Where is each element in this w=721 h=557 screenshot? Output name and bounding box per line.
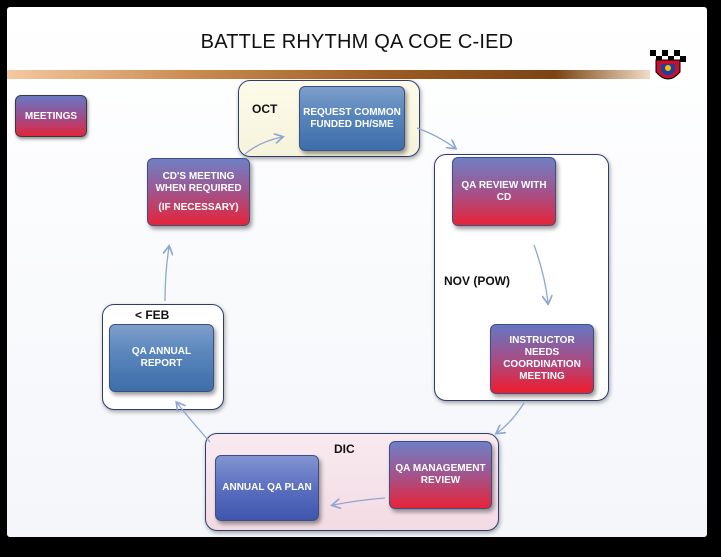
label-nov: NOV (POW) [444,274,510,288]
label-feb: < FEB [135,308,170,322]
annual-qa-plan-box: ANNUAL QA PLAN [215,455,319,521]
arrow-report-to-cds [165,247,169,302]
arrow-oct-to-qa-review [416,127,455,148]
qa-review-with-cd-box: QA REVIEW WITH CD [452,157,556,226]
slide-title: BATTLE RHYTHM QA COE C-IED [200,31,514,53]
label-oct: OCT [252,102,278,116]
qa-management-review-box: QA MANAGEMENT REVIEW [389,441,492,509]
emblem-logo-icon [650,50,686,86]
slide: BATTLE RHYTHM QA COE C-IED MEETINGS OCT … [7,7,707,537]
title-underline-bar [7,70,652,79]
label-dic: DIC [334,442,355,456]
qa-annual-report-box: QA ANNUAL REPORT [109,324,214,392]
cds-meeting-box: CD'S MEETING WHEN REQUIRED (IF NECESSARY… [147,158,250,226]
instructor-needs-coordination-box: INSTRUCTOR NEEDS COORDINATION MEETING [490,324,594,394]
legend-meetings: MEETINGS [15,95,87,137]
request-common-funded-box: REQUEST COMMON FUNDED DH/SME [299,86,405,151]
cds-meeting-text: CD'S MEETING WHEN REQUIRED [155,170,242,194]
arrow-instructor-to-management [497,402,525,433]
cds-meeting-subtext: (IF NECESSARY) [158,201,239,213]
